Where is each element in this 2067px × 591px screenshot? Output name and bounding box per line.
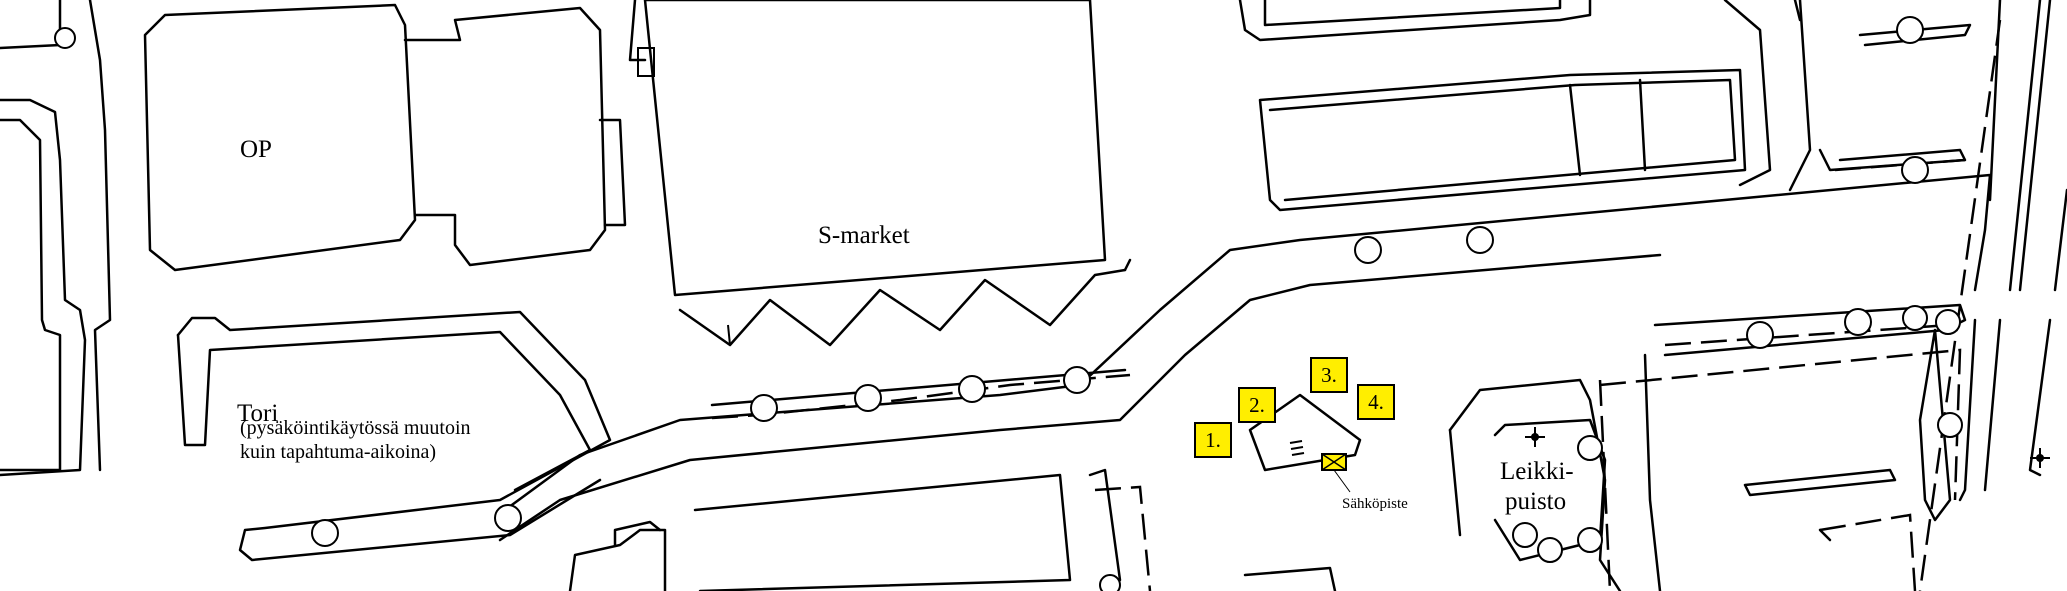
- tree-icon: [1577, 527, 1603, 553]
- op-label: OP: [240, 136, 272, 163]
- buildings-lower-middle: [568, 468, 1337, 591]
- electric-point-icon: [1321, 453, 1351, 493]
- tree-icon: [1577, 435, 1603, 461]
- tree-icon: [1937, 412, 1963, 438]
- smarket-building: [628, 0, 1127, 347]
- tree-icon: [1537, 537, 1563, 563]
- tree-icon: [1099, 574, 1121, 591]
- marker-4[interactable]: 4.: [1357, 384, 1395, 420]
- marker-1[interactable]: 1.: [1194, 422, 1232, 458]
- tree-icon-group: [54, 16, 1963, 591]
- marker-3[interactable]: 3.: [1310, 357, 1348, 393]
- kiosk-building: [1248, 393, 1362, 472]
- buildings-left: [0, 0, 112, 477]
- buildings-right-bottom: [1598, 303, 2052, 591]
- tree-icon: [1902, 305, 1928, 331]
- electric-point-label: Sähköpiste: [1342, 496, 1408, 512]
- tree-icon: [311, 519, 339, 547]
- marker-2[interactable]: 2.: [1238, 387, 1276, 423]
- tori-label: Tori: [237, 400, 279, 427]
- tree-icon: [750, 394, 778, 422]
- tree-icon: [54, 27, 76, 49]
- playground-label-line1: Leikki-: [1500, 458, 1574, 485]
- tori-area: [176, 310, 612, 562]
- tree-icon: [1896, 16, 1924, 44]
- tori-note-line2: kuin tapahtuma-aikoina): [240, 441, 437, 463]
- tree-icon: [1512, 522, 1538, 548]
- tree-icon: [1935, 309, 1961, 335]
- tree-icon: [854, 384, 882, 412]
- tree-icon: [1354, 236, 1382, 264]
- playground-label-line2: puisto: [1505, 488, 1567, 515]
- tree-icon: [1844, 308, 1872, 336]
- light-pole-icon: [1525, 427, 2050, 468]
- tree-icon: [1466, 226, 1494, 254]
- tori-note-line1: (pysäköintikäytössä muutoin: [240, 417, 471, 439]
- main-road: [498, 173, 1992, 542]
- op-building: [143, 3, 627, 272]
- tree-icon: [958, 375, 986, 403]
- smarket-label: S-market: [818, 222, 910, 249]
- tree-icon: [1901, 156, 1929, 184]
- tree-icon: [494, 504, 522, 532]
- tree-icon: [1746, 321, 1774, 349]
- playground-area: [1448, 378, 1622, 591]
- tree-icon: [1063, 366, 1091, 394]
